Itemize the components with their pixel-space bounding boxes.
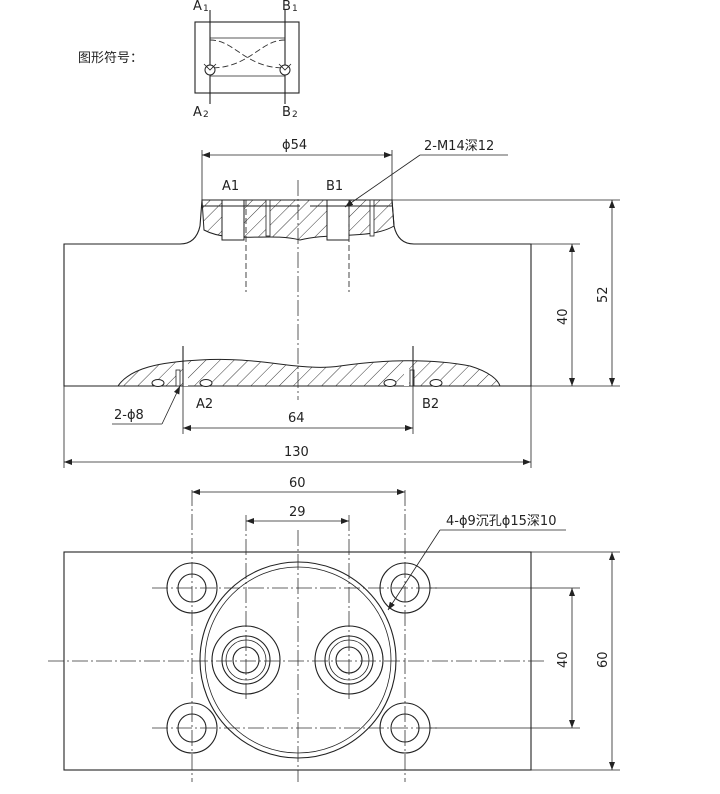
dim-64: 64 — [288, 411, 305, 426]
svg-text:1: 1 — [292, 4, 298, 14]
oring-icon — [199, 379, 213, 387]
dim-29: 29 — [289, 505, 306, 520]
oring-icon — [383, 379, 397, 387]
oring-icon — [151, 379, 165, 387]
dim-40-top: 40 — [556, 651, 571, 668]
dim-phi54: ϕ54 — [282, 138, 307, 153]
svg-text:2: 2 — [292, 110, 298, 120]
dim-130: 130 — [284, 445, 309, 460]
dim-thread-callout: 2-M14深12 — [424, 139, 494, 154]
bottom-section-hatch — [117, 358, 501, 387]
dim-40-front: 40 — [556, 308, 571, 325]
port-b-boss — [314, 625, 384, 695]
port-a2-label: A2 — [196, 397, 213, 412]
bore-a1 — [221, 199, 245, 241]
dim-oring: 2-ϕ8 — [114, 408, 144, 423]
svg-text:1: 1 — [203, 4, 209, 14]
mount-hole-tl — [166, 562, 218, 614]
symbol-label: 图形符号： — [78, 50, 143, 66]
dim-60-right: 60 — [596, 651, 611, 668]
port-b1-label: B1 — [326, 179, 343, 194]
symbol-cross-1 — [209, 39, 286, 69]
symbol-port-b1: B — [282, 0, 291, 14]
oring-icon — [429, 379, 443, 387]
svg-text:2: 2 — [203, 110, 209, 120]
symbol-port-b2: B — [282, 105, 291, 120]
symbol-box — [194, 21, 300, 94]
port-b2-label: B2 — [422, 397, 439, 412]
dim-60-top: 60 — [289, 476, 306, 491]
mount-hole-bl — [166, 702, 218, 754]
symbol-port-a1: A — [193, 0, 202, 14]
port-a1-label: A1 — [222, 179, 239, 194]
dim-holes-callout: 4-ϕ9沉孔ϕ15深10 — [446, 514, 556, 529]
central-boss-outer — [199, 561, 397, 759]
symbol-cross-2 — [209, 39, 286, 69]
front-view: A1 B1 A2 B2 ϕ54 2-M14深12 40 52 2-ϕ8 64 — [63, 138, 620, 468]
graphic-symbol: 图形符号： A 1 B 1 A 2 B 2 — [78, 0, 300, 120]
symbol-port-a2: A — [193, 105, 202, 120]
dim-52: 52 — [596, 286, 611, 303]
central-boss-inner — [204, 566, 392, 754]
port-a-boss — [211, 625, 281, 695]
top-view: 60 29 4-ϕ9沉孔ϕ15深10 40 60 — [48, 476, 620, 782]
